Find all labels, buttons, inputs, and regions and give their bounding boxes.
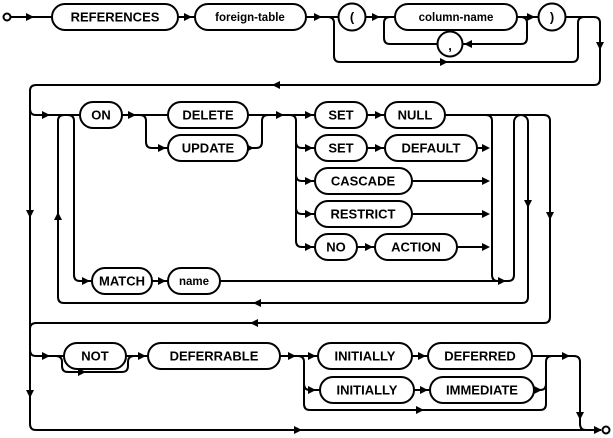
- node-label: DELETE: [182, 108, 234, 123]
- node-label: MATCH: [99, 274, 145, 289]
- node-label: SET: [328, 108, 353, 123]
- node-label: INITIALLY: [337, 383, 398, 398]
- node-label: DEFERRABLE: [170, 349, 259, 364]
- node-label: ,: [448, 38, 452, 53]
- start-terminal: [2, 12, 12, 22]
- node-immediate: IMMEDIATE: [429, 376, 535, 404]
- node-initially-1: INITIALLY: [317, 342, 413, 370]
- node-comma: ,: [436, 30, 464, 58]
- node-label: ACTION: [391, 240, 441, 255]
- node-label: NULL: [398, 108, 433, 123]
- node-restrict: RESTRICT: [314, 200, 413, 228]
- node-label: IMMEDIATE: [446, 383, 518, 398]
- node-label: NO: [326, 240, 346, 255]
- node-null: NULL: [384, 101, 446, 129]
- node-label: UPDATE: [182, 141, 235, 156]
- node-close-paren: ): [537, 2, 567, 32]
- node-label: name: [179, 276, 209, 288]
- node-label: INITIALLY: [335, 349, 396, 364]
- node-label: ON: [91, 108, 111, 123]
- node-label: DEFERRED: [444, 349, 516, 364]
- node-not: NOT: [63, 342, 127, 370]
- node-label: REFERENCES: [71, 10, 160, 25]
- node-open-paren: (: [337, 2, 367, 32]
- node-match: MATCH: [91, 267, 153, 295]
- node-name: name: [167, 267, 221, 295]
- node-label: NOT: [81, 349, 109, 364]
- node-label: column-name: [419, 12, 494, 24]
- node-default: DEFAULT: [384, 134, 478, 162]
- end-terminal: [601, 425, 611, 435]
- node-label: RESTRICT: [331, 207, 396, 222]
- node-foreign-table: foreign-table: [194, 3, 307, 31]
- node-set-2: SET: [314, 134, 368, 162]
- node-update: UPDATE: [167, 134, 249, 162]
- node-cascade: CASCADE: [314, 167, 413, 195]
- node-deferred: DEFERRED: [427, 342, 533, 370]
- node-action: ACTION: [374, 233, 458, 261]
- arrowheads: [26, 13, 604, 434]
- node-label: (: [350, 10, 355, 25]
- node-initially-2: INITIALLY: [319, 376, 415, 404]
- node-delete: DELETE: [167, 101, 249, 129]
- node-label: foreign-table: [215, 12, 285, 24]
- node-set-1: SET: [314, 101, 368, 129]
- node-no: NO: [314, 233, 358, 261]
- node-label: ): [550, 10, 554, 25]
- node-column-name: column-name: [394, 3, 518, 31]
- node-deferrable: DEFERRABLE: [147, 342, 281, 370]
- node-on: ON: [79, 101, 123, 129]
- node-label: SET: [328, 141, 353, 156]
- node-label: CASCADE: [331, 174, 396, 189]
- node-references: REFERENCES: [51, 3, 179, 31]
- node-label: DEFAULT: [402, 141, 461, 156]
